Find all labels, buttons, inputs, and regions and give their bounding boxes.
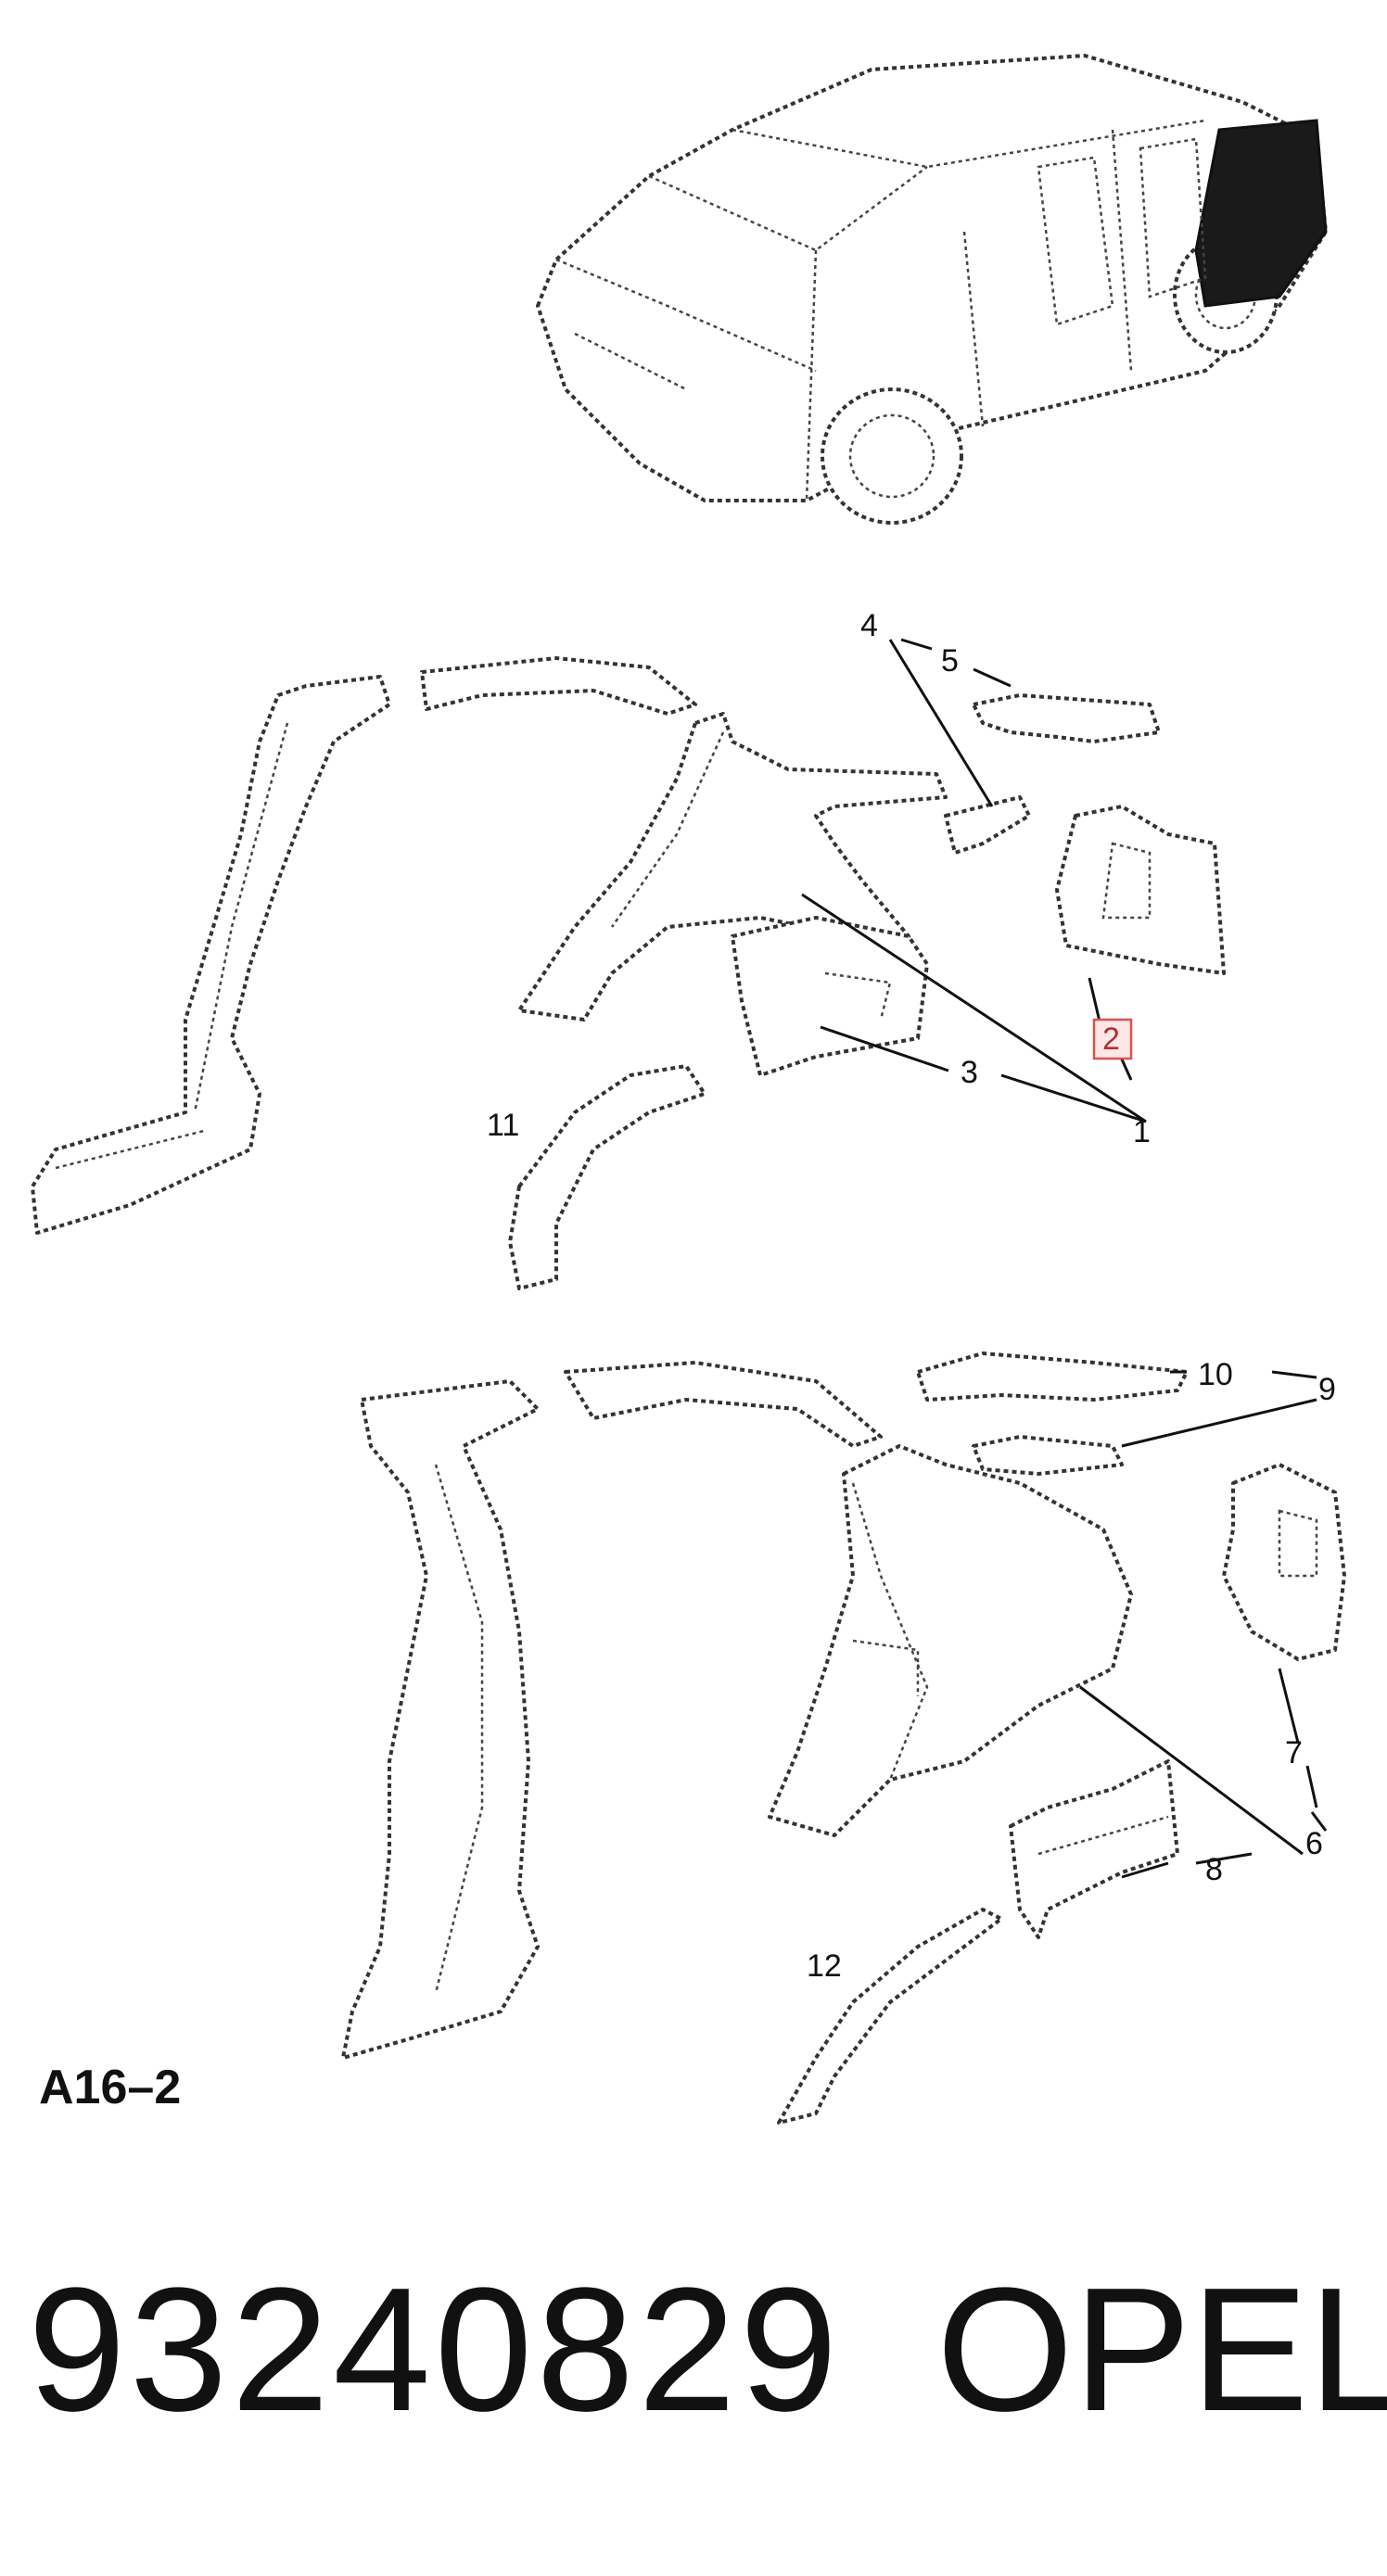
callout-label: 3	[961, 1055, 978, 1090]
callout-label: 10	[1198, 1357, 1233, 1392]
callout-label: 4	[860, 608, 878, 643]
callout-label: 12	[807, 1948, 842, 1984]
callout-label: 7	[1285, 1735, 1303, 1770]
callout-label: 8	[1205, 1852, 1223, 1887]
callout-label-highlighted: 2	[1102, 1022, 1120, 1057]
upper-exploded-view	[31, 656, 1226, 1290]
callouts: 1 2 3 4 5 6 7 8 9 10 11 12	[487, 608, 1336, 1984]
callout-highlight-box	[1092, 1018, 1133, 1060]
leader-lines	[801, 638, 1328, 1879]
callout-label: 5	[941, 643, 959, 679]
part-number: 93240829	[28, 2252, 842, 2448]
callout-label: 11	[487, 1108, 519, 1143]
brand-name: OPEL	[936, 2252, 1387, 2448]
diagram-reference-code: A16–2	[39, 2061, 182, 2114]
lower-exploded-view	[341, 1351, 1346, 2125]
car-illustration	[536, 54, 1328, 525]
callout-label: 6	[1305, 1826, 1323, 1861]
callout-label: 9	[1318, 1372, 1336, 1407]
callout-label: 1	[1133, 1114, 1151, 1149]
